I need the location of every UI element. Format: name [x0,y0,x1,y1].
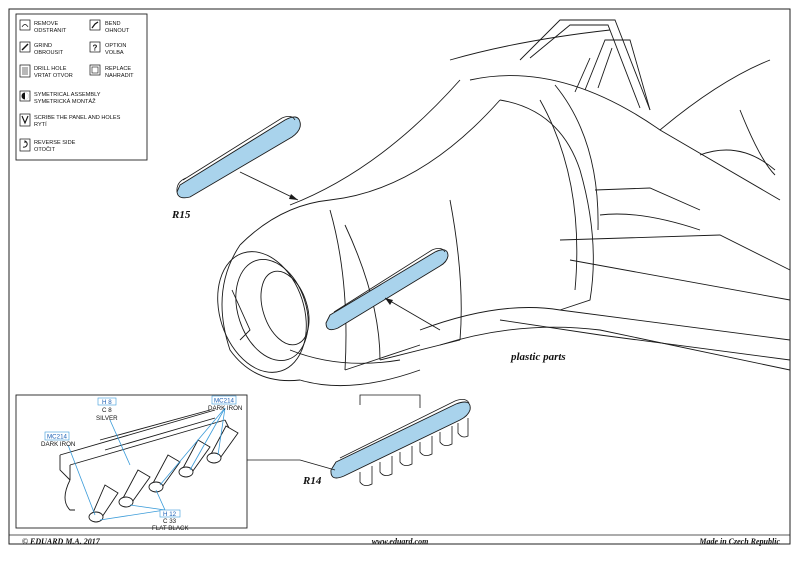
footer-website: www.eduard.com [372,537,429,546]
legend-item-option: ? OPTION VOLBA [89,41,126,56]
legend-item-reverse-side: REVERSE SIDE OTOČIT [19,138,76,153]
svg-text:BEND: BEND [105,21,121,27]
paint-label-top-right: MC214 DARK IRON [208,395,242,412]
paint-name: DARK IRON [41,441,75,448]
svg-text:OTOČIT: OTOČIT [34,146,56,153]
remove-icon [19,19,31,31]
inset-exhaust-drawing [59,409,239,523]
scribe-icon [19,113,31,127]
legend-item-replace: REPLACE NAHRADIT [89,64,134,79]
sheet-border [8,8,791,545]
svg-text:GRIND: GRIND [34,43,52,49]
paint-leaders [67,407,226,521]
paint-label-bottom: H 12 C 33 FLAT BLACK [152,509,189,532]
r14-label: R14 [302,475,322,487]
svg-text:DRILL HOLE: DRILL HOLE [34,66,67,72]
inset-connector-2 [299,459,336,471]
paint-name: FLAT BLACK [152,525,189,532]
svg-text:OBROUSIT: OBROUSIT [34,50,64,56]
paint-label-middle: H 8 C 8 SILVER [96,397,118,422]
paint-name: SILVER [96,415,118,422]
svg-text:SYMETRICAL ASSEMBLY: SYMETRICAL ASSEMBLY [34,92,101,98]
svg-text:SYMETRICKÁ MONTÁŽ: SYMETRICKÁ MONTÁŽ [34,97,96,105]
r15-arrowhead [289,194,298,200]
footer-copyright: © EDUARD M.A. 2017 [22,537,101,546]
footer-made-in: Made in Czech Republic [698,537,780,546]
svg-text:OPTION: OPTION [105,43,126,49]
part-center-fuselage [325,248,449,331]
paint-code-2: C 33 [163,518,177,525]
r14-exhaust-stubs [359,418,469,486]
svg-text:VRTAT OTVOR: VRTAT OTVOR [34,73,73,79]
r15-arrow [239,171,299,201]
svg-text:OHNOUT: OHNOUT [105,28,130,34]
part-r14 [330,399,471,486]
paint-code: MC214 [47,434,68,441]
svg-text:VOLBA: VOLBA [105,50,124,56]
option-icon [89,41,101,53]
paint-code: H 8 [102,399,112,406]
paint-code-2: C 8 [102,407,112,414]
reverse-side-icon [19,138,31,152]
plastic-parts-leader [384,297,441,331]
legend-item-bend: BEND OHNOUT [89,19,130,34]
svg-text:NAHRADIT: NAHRADIT [105,73,134,79]
paint-label-top-left: MC214 DARK IRON [41,431,75,448]
svg-text:ODSTRANIT: ODSTRANIT [34,28,67,34]
plastic-parts-arrowhead [385,298,393,305]
paint-name: DARK IRON [208,405,242,412]
r14-bracket [359,394,421,408]
svg-text:RYTÍ: RYTÍ [34,121,47,128]
replace-icon [89,64,101,76]
svg-text:REPLACE: REPLACE [105,66,131,72]
legend-item-symmetrical: SYMETRICAL ASSEMBLY SYMETRICKÁ MONTÁŽ [19,90,101,105]
legend-item-grind: GRIND OBROUSIT [19,41,64,56]
svg-text:REVERSE SIDE: REVERSE SIDE [34,140,76,146]
symbol-legend [15,13,148,161]
plastic-parts-label: plastic parts [510,351,566,363]
legend-item-remove: REMOVE ODSTRANIT [19,19,67,34]
part-r15 [176,116,301,199]
svg-text:REMOVE: REMOVE [34,21,59,27]
paint-code: MC214 [214,398,235,405]
r15-label: R15 [171,209,191,221]
paint-code: H 12 [163,511,177,518]
legend-item-drill-hole: DRILL HOLE VRTAT OTVOR [19,64,73,79]
svg-text:SCRIBE THE PANEL AND HOLES: SCRIBE THE PANEL AND HOLES [34,115,121,121]
svg-text:?: ? [93,44,98,53]
legend-item-scribe: SCRIBE THE PANEL AND HOLES RYTÍ [19,113,121,128]
aircraft-fuselage-drawing [217,19,791,387]
